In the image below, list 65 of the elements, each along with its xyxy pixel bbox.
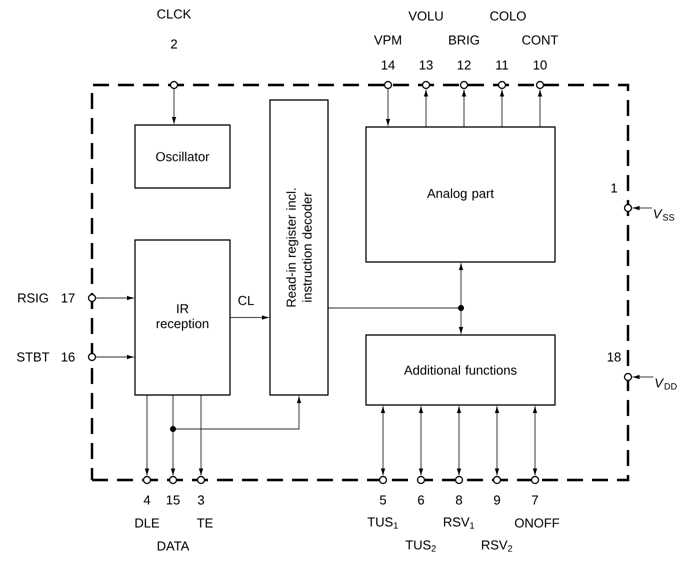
arrow: [176, 396, 302, 430]
block-box: IR reception: [134, 239, 231, 396]
arrow: [144, 394, 150, 475]
pin-number: 18: [608, 352, 621, 362]
arrow: [424, 90, 428, 128]
block-box: Oscillator: [134, 124, 231, 189]
arrow: [462, 90, 466, 128]
pin-number: 6: [418, 495, 424, 505]
arrow: [380, 406, 386, 475]
pin-number: 16: [62, 352, 75, 362]
arrow: [538, 90, 542, 128]
pin-number: 12: [458, 60, 471, 70]
block-box: Analog part: [365, 126, 556, 263]
pin-label: DATA: [158, 542, 190, 550]
edge-label: CL: [236, 294, 256, 306]
pin-label: VOLU: [408, 11, 443, 21]
supply-label: V$_{DD}$: [656, 378, 677, 390]
arrow: [633, 374, 654, 380]
pin-number: 1: [611, 184, 617, 192]
arrow: [494, 406, 500, 475]
arrow: [386, 88, 390, 126]
pin-number: 14: [382, 60, 395, 70]
pin-label: STBT: [17, 352, 50, 362]
pin-number: 4: [144, 496, 150, 504]
pin-label: RSIG: [18, 293, 48, 303]
pin-number: 17: [62, 294, 75, 302]
arrow: [458, 310, 464, 334]
chip-outline: [90, 84, 630, 482]
pin-number: 7: [532, 496, 538, 504]
arrow: [458, 264, 464, 306]
pin-label: CONT: [522, 35, 558, 45]
arrow: [95, 354, 134, 360]
arrow: [500, 90, 504, 128]
pin-number: 9: [494, 495, 500, 505]
arrow: [95, 296, 134, 300]
pin-number: 10: [534, 60, 547, 70]
pin-label: RSV$_{2}$: [482, 540, 512, 552]
pin-label: ONOFF: [514, 518, 560, 528]
pin-label: VPM: [374, 36, 401, 44]
arrow: [172, 88, 176, 124]
pin-label: TUS$_{2}$: [406, 540, 436, 552]
pin-label: RSV$_{1}$: [444, 517, 474, 529]
arrow: [456, 406, 462, 475]
pin-label: COLO: [490, 11, 526, 21]
pin-number: 2: [171, 39, 177, 49]
pin-number: 5: [380, 495, 386, 504]
arrow: [418, 406, 424, 475]
pin-number: 11: [496, 60, 508, 70]
arrow: [170, 432, 176, 475]
supply-label: V$_{SS}$: [654, 209, 674, 221]
arrow: [532, 406, 538, 475]
pin-label: DLE: [135, 518, 160, 528]
arrow: [633, 206, 652, 210]
pin-number: 3: [198, 495, 204, 505]
arrow: [198, 394, 204, 475]
pin-label: BRIG: [449, 35, 479, 45]
pin-number: 13: [420, 60, 433, 70]
pin-number: 8: [456, 495, 462, 505]
pin-label: CLCK: [157, 9, 192, 19]
pin-label: TE: [197, 518, 213, 528]
block-box: Additional functions: [365, 334, 556, 406]
block-box: Read-in register incl. instruction decoder: [269, 99, 329, 396]
arrow: [230, 315, 268, 320]
pin-number: 15: [166, 495, 180, 504]
pin-label: TUS$_{1}$: [368, 517, 398, 529]
